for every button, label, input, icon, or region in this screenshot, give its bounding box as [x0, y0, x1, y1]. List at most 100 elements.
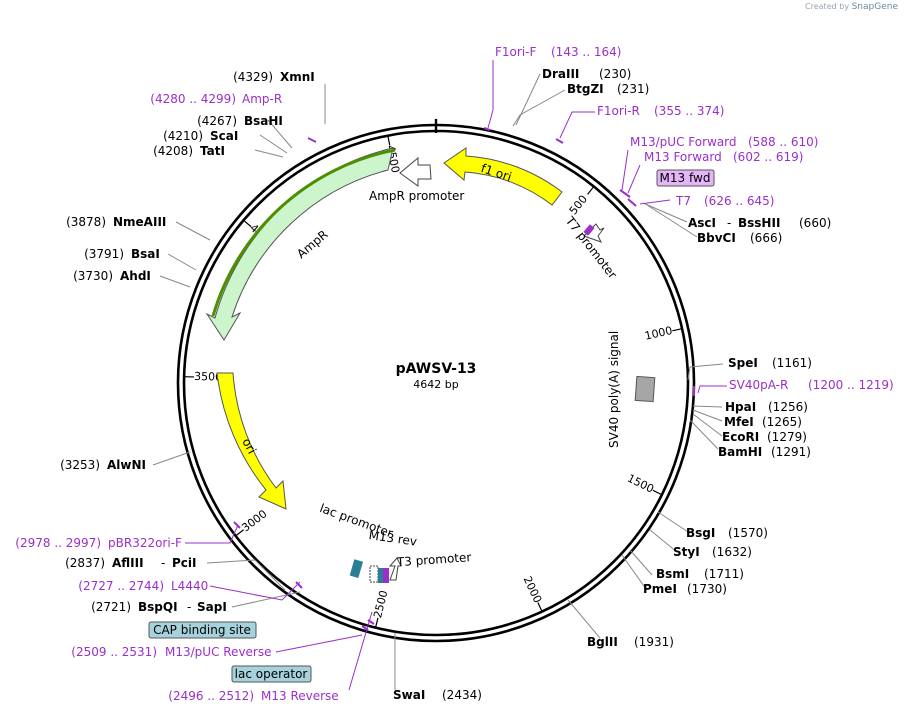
tick-mark [243, 219, 252, 228]
tati-site[interactable]: TatI [200, 144, 225, 158]
bsshii-site[interactable]: BssHII [738, 216, 780, 230]
bsgi-site[interactable]: BsgI [686, 526, 715, 540]
xmni-pos: (4329) [233, 70, 273, 84]
ampr-promoter-label: AmpR promoter [369, 189, 464, 203]
pmei-pos: (1730) [687, 582, 727, 596]
l4440-primer-name[interactable]: L4440 [171, 579, 208, 593]
t3-promoter-label: T3 promoter [395, 550, 471, 569]
alwni-site[interactable]: AlwNI [107, 458, 146, 472]
m13fwd-box-label: M13 fwd [660, 171, 711, 185]
cap-binding-label: CAP binding site [153, 623, 251, 637]
bsmi-pos: (1711) [704, 567, 744, 581]
m13reverse-primer-name[interactable]: M13 Reverse [261, 689, 339, 703]
btgzi-pos: (231) [617, 82, 649, 96]
bglii-site[interactable]: BglII [587, 635, 618, 649]
ecori-site[interactable]: EcoRI [722, 430, 759, 444]
tick-label: 1500 [625, 472, 656, 496]
m13fwd-primer-name[interactable]: M13 Forward [644, 150, 722, 164]
lac-promoter-block[interactable] [369, 565, 379, 583]
tick-mark [587, 186, 595, 195]
tick-label: 2500 [371, 589, 390, 619]
m13pucrev-primer-range: (2509 .. 2531) [71, 645, 157, 659]
f1-ori-feature[interactable] [443, 147, 563, 206]
tick-mark [387, 135, 391, 146]
f1orif-primer-name[interactable]: F1ori-F [495, 45, 536, 59]
lac-operator-box[interactable] [231, 665, 312, 683]
tick-mark [235, 529, 244, 537]
m13fwd-box[interactable] [656, 169, 715, 187]
scai-site[interactable]: ScaI [210, 129, 238, 143]
asci-site[interactable]: AscI [688, 216, 716, 230]
lac-operator-block[interactable] [378, 568, 385, 583]
tick-label: 500 [567, 193, 590, 218]
t7-promoter-arrow[interactable] [583, 223, 605, 243]
bspqi-dash: - [187, 600, 191, 614]
styi-site[interactable]: StyI [673, 545, 700, 559]
f1orir-primer-name[interactable]: F1ori-R [597, 104, 640, 118]
f1orif-primer-range: (143 .. 164) [551, 45, 621, 59]
afliii-pos: (2837) [65, 556, 105, 570]
alwni-pos: (3253) [60, 458, 100, 472]
afliii-site[interactable]: AflIII [112, 556, 144, 570]
scai-pos: (4210) [163, 129, 203, 143]
bamhi-site[interactable]: BamHI [718, 445, 762, 459]
t7-primer-name[interactable]: T7 [675, 194, 691, 208]
m13puc-primer-name[interactable]: M13/pUC Forward [630, 135, 737, 149]
afliii-dash: - [161, 556, 165, 570]
plasmid-size: 4642 bp [413, 378, 458, 391]
ampr-feature[interactable] [205, 147, 394, 341]
cap-binding-box[interactable] [148, 621, 257, 639]
m13rev-block[interactable] [383, 568, 389, 583]
draiii-pos: (230) [599, 67, 631, 81]
sv40par-primer-name[interactable]: SV40pA-R [729, 378, 788, 392]
pmei-site[interactable]: PmeI [643, 582, 677, 596]
sv40-feature[interactable] [634, 375, 656, 403]
snapgene-credit: Created by SnapGene [805, 2, 898, 12]
mfei-site[interactable]: MfeI [724, 415, 754, 429]
leader-lines [152, 73, 724, 690]
draiii-site[interactable]: DraIII [542, 67, 579, 81]
spei-pos: (1161) [772, 356, 812, 370]
m13pucrev-primer-name[interactable]: M13/pUC Reverse [165, 645, 272, 659]
tick-mark [374, 617, 379, 628]
ori-label: ori [239, 436, 259, 456]
ampr-primer-name[interactable]: Amp-R [242, 92, 282, 106]
hpai-site[interactable]: HpaI [725, 400, 756, 414]
swai-pos: (2434) [442, 688, 482, 702]
bspqi-site[interactable]: BspQI [138, 600, 178, 614]
swai-site[interactable]: SwaI [393, 688, 425, 702]
bsai-site[interactable]: BsaI [131, 247, 160, 261]
pbr322-primer-name[interactable]: pBR322ori-F [108, 536, 182, 550]
m13fwd-primer-range: (602 .. 619) [733, 150, 803, 164]
sapi-site[interactable]: SapI [197, 600, 227, 614]
tati-pos: (4208) [153, 144, 193, 158]
spei-site[interactable]: SpeI [728, 356, 758, 370]
ahdi-site[interactable]: AhdI [120, 269, 151, 283]
ampr-promoter-arrow[interactable] [399, 156, 432, 187]
t3-promoter-arrow[interactable] [388, 557, 402, 581]
t7-primer-range: (626 .. 645) [704, 194, 774, 208]
credit-brand: SnapGene [851, 2, 898, 12]
primer-leaders [185, 60, 727, 691]
bsahi-pos: (4267) [197, 114, 237, 128]
m13puc-primer-range: (588 .. 610) [748, 135, 818, 149]
bsahi-site[interactable]: BsaHI [244, 114, 283, 128]
bsmi-site[interactable]: BsmI [656, 567, 689, 581]
m13rev-label: M13 rev [368, 528, 418, 549]
tick-label: 3500 [194, 370, 222, 384]
ori-feature[interactable] [216, 372, 287, 510]
t7-promoter-label: T7 promoter [562, 213, 620, 281]
styi-pos: (1632) [712, 545, 752, 559]
xmni-site[interactable]: XmnI [280, 70, 315, 84]
cap-site-block[interactable] [349, 559, 364, 579]
btgzi-site[interactable]: BtgZI [567, 82, 604, 96]
tick-mark [537, 602, 543, 612]
sv40par-primer-range: (1200 .. 1219) [808, 378, 894, 392]
lac-operator-label: lac operator [235, 667, 308, 681]
f1orir-primer-range: (355 .. 374) [654, 104, 724, 118]
bbvci-site[interactable]: BbvCI [697, 231, 736, 245]
ahdi-pos: (3730) [73, 269, 113, 283]
pcii-site[interactable]: PciI [172, 556, 197, 570]
nmeaiii-site[interactable]: NmeAIII [113, 215, 166, 229]
